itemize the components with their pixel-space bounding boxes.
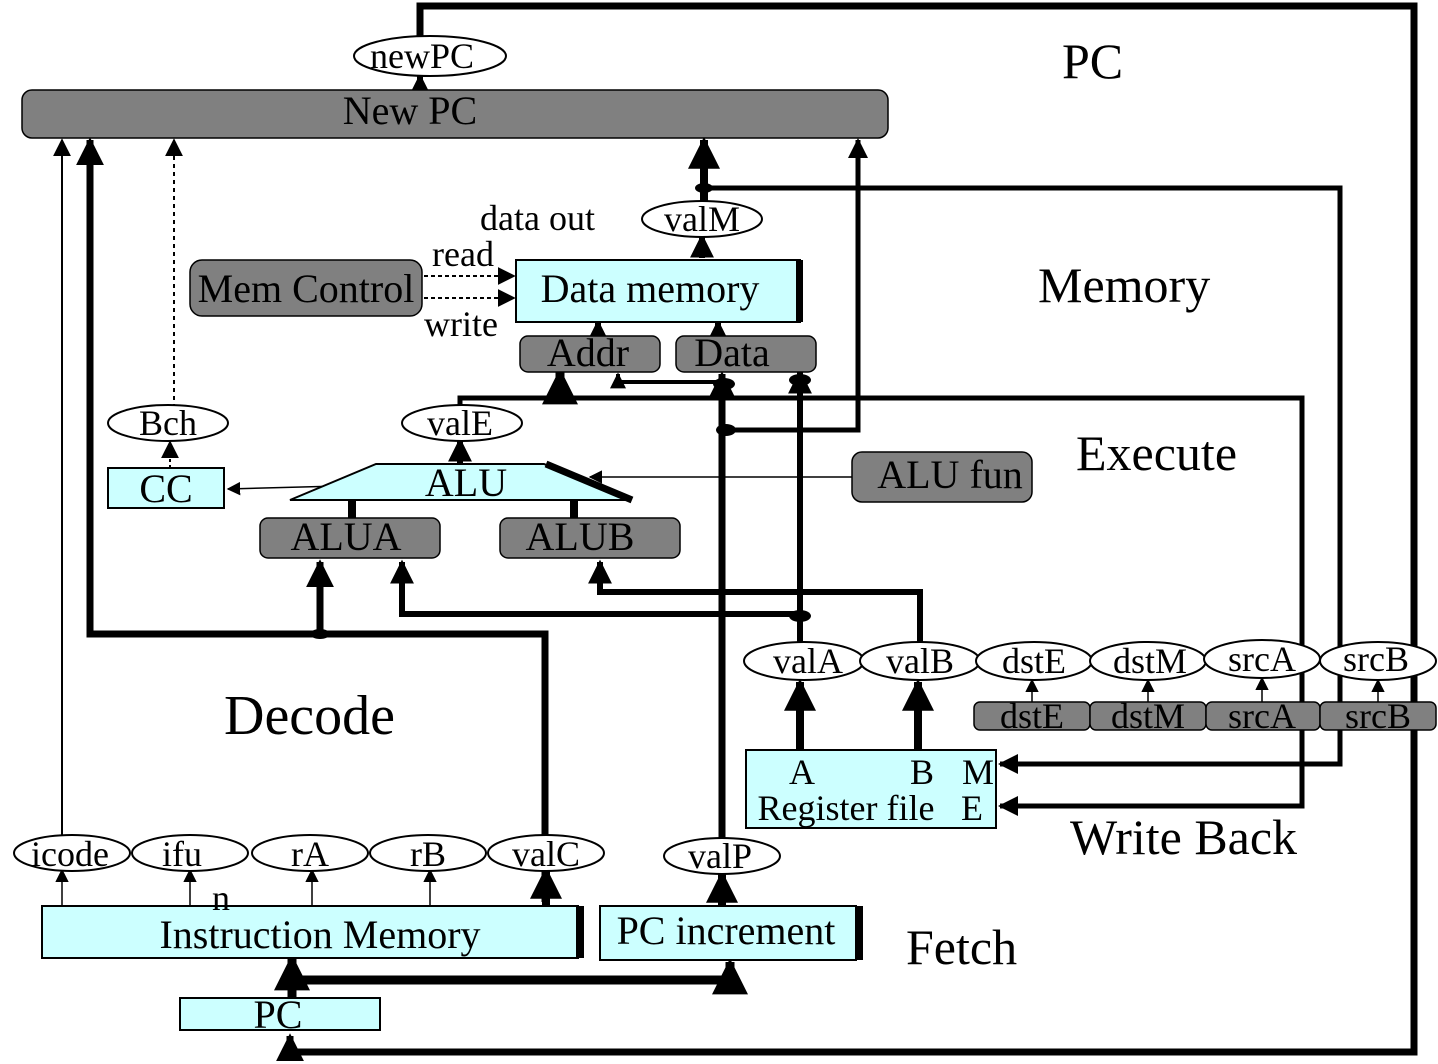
cc-block: CC bbox=[107, 466, 225, 511]
signal-ra: rA bbox=[251, 834, 369, 874]
register-port-m: M bbox=[962, 752, 994, 792]
register-port-a: A bbox=[789, 752, 815, 792]
cc-label: CC bbox=[139, 466, 192, 511]
signal-valp: valP bbox=[663, 836, 781, 876]
valb-to-alub-wire bbox=[588, 559, 923, 644]
signal-icode-label: icode bbox=[31, 834, 109, 874]
pc-feedback-wire bbox=[276, 2, 1418, 1062]
stage-decode-label: Decode bbox=[224, 685, 395, 747]
junction-dots bbox=[310, 183, 811, 639]
new-pc-block: New PC bbox=[21, 88, 889, 139]
signal-dstm: dstM bbox=[1089, 641, 1207, 681]
pc-increment-block: PC increment bbox=[599, 905, 863, 961]
alu-block: ALU bbox=[289, 460, 634, 505]
signal-valc-label: valC bbox=[512, 834, 580, 874]
data-block: Data bbox=[675, 330, 817, 375]
reg-dstm-label: dstM bbox=[1111, 696, 1185, 736]
alua-label: ALUA bbox=[290, 514, 401, 559]
junction-dot bbox=[713, 378, 735, 390]
addr-block: Addr bbox=[519, 330, 661, 375]
register-file-block: A B M Register file E bbox=[745, 749, 997, 829]
data-label: Data bbox=[694, 330, 770, 375]
signal-srca: srcA bbox=[1203, 639, 1321, 679]
reg-dste-label: dstE bbox=[1000, 696, 1064, 736]
register-port-b: B bbox=[910, 752, 934, 792]
write-label: write bbox=[424, 304, 498, 344]
signal-valp-label: valP bbox=[688, 836, 752, 876]
stage-memory-label: Memory bbox=[1038, 257, 1210, 313]
instruction-memory-label: Instruction Memory bbox=[159, 912, 480, 957]
signal-bch-label: Bch bbox=[139, 403, 197, 443]
alu-label: ALU bbox=[425, 460, 507, 505]
signal-ra-label: rA bbox=[291, 834, 329, 874]
junction-dot bbox=[695, 183, 713, 193]
signal-bch: Bch bbox=[107, 403, 229, 443]
valm-to-regfile-m-wire bbox=[704, 185, 1343, 774]
junction-dot bbox=[310, 629, 330, 639]
signal-valb-label: valB bbox=[886, 641, 954, 681]
signal-ifun: ifu bbox=[131, 834, 249, 874]
junction-dot bbox=[789, 374, 811, 386]
n-label: n bbox=[212, 878, 230, 918]
register-port-e: E bbox=[961, 788, 983, 828]
signal-rb: rB bbox=[369, 834, 487, 874]
valp-to-addr-wire bbox=[610, 372, 722, 389]
reg-srcb-label: srcB bbox=[1345, 696, 1411, 736]
signal-ifun-label: ifu bbox=[162, 834, 202, 874]
junction-dot bbox=[553, 393, 571, 403]
signal-rb-label: rB bbox=[410, 834, 446, 874]
stage-execute-label: Execute bbox=[1076, 425, 1237, 481]
signal-srcb: srcB bbox=[1319, 639, 1437, 681]
new-pc-label: New PC bbox=[343, 88, 477, 133]
register-file-label: Register file bbox=[758, 788, 935, 828]
signal-srca-label: srcA bbox=[1228, 639, 1296, 679]
stage-write-back-label: Write Back bbox=[1070, 809, 1297, 865]
reg-srca-block: srcA bbox=[1205, 696, 1321, 736]
signal-valm: valM bbox=[641, 199, 763, 239]
signal-srcb-label: srcB bbox=[1343, 639, 1409, 679]
signal-vale-label: valE bbox=[427, 403, 493, 443]
signal-valb: valB bbox=[859, 641, 981, 681]
pc-to-pcinc-wire bbox=[292, 958, 748, 995]
instruction-memory-block: Instruction Memory bbox=[41, 905, 584, 959]
signal-dste: dstE bbox=[975, 641, 1093, 681]
reg-srca-label: srcA bbox=[1228, 696, 1296, 736]
alua-block: ALUA bbox=[259, 514, 441, 559]
signal-vale: valE bbox=[401, 403, 523, 443]
alu-fun-label: ALU fun bbox=[877, 452, 1023, 497]
stage-pc-label: PC bbox=[1062, 33, 1123, 89]
signal-valm-label: valM bbox=[664, 199, 740, 239]
pc-register-block: PC bbox=[179, 992, 381, 1037]
signal-dste-label: dstE bbox=[1002, 641, 1066, 681]
pc-register-label: PC bbox=[254, 992, 303, 1037]
signal-newpc: newPC bbox=[353, 35, 507, 77]
signal-vala-label: valA bbox=[773, 641, 843, 681]
signal-icode: icode bbox=[13, 834, 131, 874]
addr-label: Addr bbox=[547, 330, 629, 375]
alu-fun-block: ALU fun bbox=[851, 451, 1033, 503]
junction-dot bbox=[716, 424, 736, 436]
mem-control-block: Mem Control bbox=[189, 259, 423, 317]
data-memory-block: Data memory bbox=[515, 259, 803, 323]
read-label: read bbox=[432, 234, 494, 274]
wires bbox=[53, 2, 1418, 1062]
signal-newpc-label: newPC bbox=[370, 36, 474, 76]
reg-dstm-block: dstM bbox=[1089, 696, 1207, 736]
data-memory-label: Data memory bbox=[541, 266, 760, 311]
alub-block: ALUB bbox=[499, 514, 681, 559]
vala-to-alua-wire bbox=[390, 559, 800, 617]
pc-increment-label: PC increment bbox=[617, 908, 836, 953]
signal-valc: valC bbox=[487, 834, 605, 874]
mem-control-label: Mem Control bbox=[198, 266, 415, 311]
signal-dstm-label: dstM bbox=[1113, 641, 1187, 681]
data-out-label: data out bbox=[480, 198, 595, 238]
reg-srcb-block: srcB bbox=[1319, 696, 1437, 736]
reg-dste-block: dstE bbox=[973, 696, 1091, 736]
stage-fetch-label: Fetch bbox=[906, 919, 1017, 975]
alub-label: ALUB bbox=[526, 514, 635, 559]
vale-to-newpc-wire bbox=[726, 138, 868, 433]
junction-dot bbox=[789, 610, 811, 622]
signal-vala: valA bbox=[743, 641, 865, 681]
